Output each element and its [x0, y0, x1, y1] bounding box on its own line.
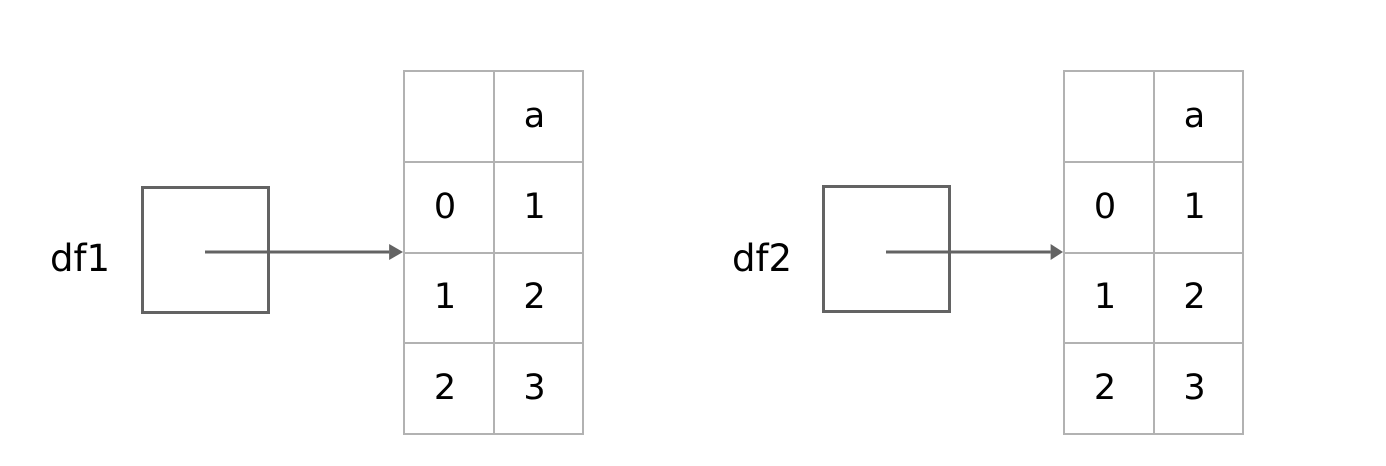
- row-index-cell: 1: [403, 251, 495, 345]
- row-value-cell-a: 2: [493, 251, 584, 345]
- variable-label-df2: df2: [732, 237, 793, 280]
- table-row: 1 2: [1063, 251, 1244, 345]
- row-value-cell-a: 1: [1153, 160, 1244, 254]
- table-header-row: a: [403, 70, 584, 163]
- row-index-cell: 2: [403, 342, 495, 435]
- object-box-df1: [141, 186, 270, 314]
- table-row: 2 3: [403, 342, 584, 435]
- table-header-row: a: [1063, 70, 1244, 163]
- row-value-cell-a: 3: [1153, 342, 1244, 435]
- dataframe-table-df2: a 0 1 1 2 2 3: [1063, 70, 1244, 435]
- table-row: 0 1: [1063, 160, 1244, 254]
- row-index-cell: 1: [1063, 251, 1155, 345]
- header-cell-index: [1063, 70, 1155, 163]
- row-index-cell: 0: [403, 160, 495, 254]
- row-value-cell-a: 1: [493, 160, 584, 254]
- row-value-cell-a: 3: [493, 342, 584, 435]
- reference-arrow-df1: [205, 241, 403, 263]
- reference-arrow-df2: [886, 241, 1063, 263]
- row-value-cell-a: 2: [1153, 251, 1244, 345]
- table-row: 0 1: [403, 160, 584, 254]
- row-index-cell: 0: [1063, 160, 1155, 254]
- header-cell-a: a: [493, 70, 584, 163]
- header-cell-a: a: [1153, 70, 1244, 163]
- arrow-head: [389, 244, 403, 260]
- header-cell-index: [403, 70, 495, 163]
- object-box-df2: [822, 185, 951, 313]
- reference-arrow-df1-svg: [205, 244, 403, 260]
- reference-arrow-df2-svg: [886, 244, 1063, 260]
- dataframe-table-df1: a 0 1 1 2 2 3: [403, 70, 584, 435]
- table-row: 2 3: [1063, 342, 1244, 435]
- row-index-cell: 2: [1063, 342, 1155, 435]
- variable-label-df1: df1: [50, 237, 111, 280]
- arrow-head: [1050, 244, 1063, 260]
- table-row: 1 2: [403, 251, 584, 345]
